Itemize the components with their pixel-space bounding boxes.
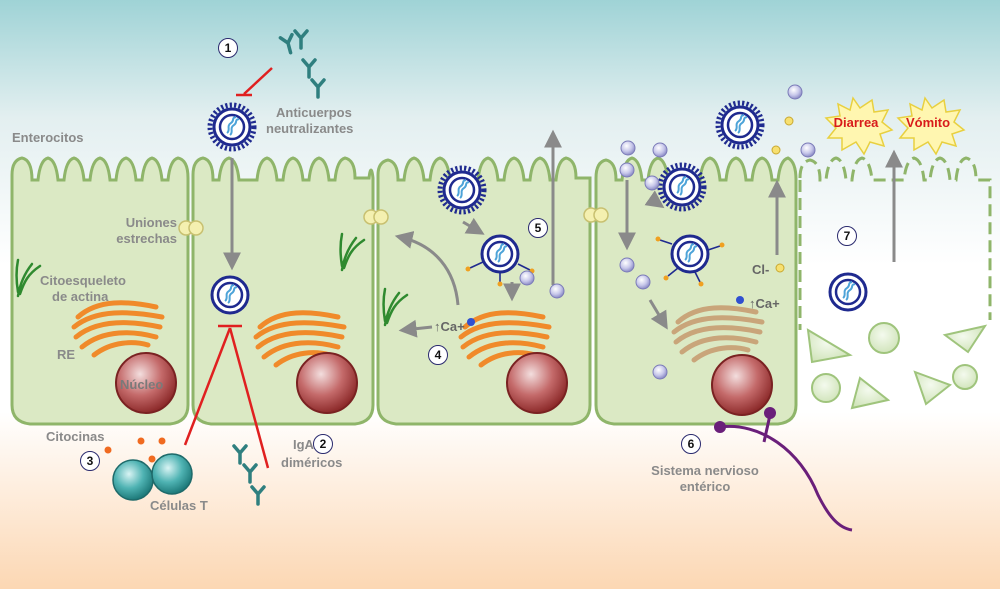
tight-junctions-label-2: estrechas (116, 231, 177, 246)
er-label: RE (57, 347, 76, 362)
enterocytes-label: Enterocitos (12, 130, 84, 145)
cytokine-dots (104, 437, 166, 463)
nuclei (115, 352, 773, 416)
tight-junctions (178, 207, 609, 236)
calcium-label-1: ↑Ca+ (434, 319, 465, 334)
nsp4-tips (465, 236, 725, 287)
step-2-badge: 2 (313, 434, 333, 454)
diarrhea-label: Diarrea (834, 115, 880, 130)
cytokines-label: Citocinas (46, 429, 105, 444)
chloride-label: Cl- (752, 262, 770, 277)
antibodies-label-1: Anticuerpos (276, 105, 352, 120)
ens-label-2: entérico (679, 479, 731, 494)
ens-label-1: Sistema nervioso (651, 463, 759, 478)
nsp4-strands (469, 239, 721, 283)
step-3-badge: 3 (80, 451, 100, 471)
nucleus-label: Núcleo (120, 377, 164, 392)
nerve-fiber-icon (719, 414, 853, 532)
step-5-badge: 5 (528, 218, 548, 238)
symptom-bursts: Diarrea Vómito (824, 96, 966, 156)
nerve-endings (714, 407, 776, 433)
diarrhea-burst (824, 96, 894, 156)
iga-label-2: diméricos (281, 455, 343, 470)
chloride-ions (771, 116, 794, 273)
antibodies-label-2: neutralizantes (266, 121, 354, 136)
cell-fragments (806, 322, 988, 410)
calcium-label-2: ↑Ca+ (749, 296, 780, 311)
tight-junctions-label-1: Uniones (125, 215, 177, 230)
t-cell-icon (112, 453, 193, 501)
viral-particles (519, 84, 816, 380)
inhibition-lines (183, 67, 273, 469)
iga-label-1: IgA (293, 437, 314, 452)
vomit-label: Vómito (906, 115, 950, 130)
arrows (223, 129, 903, 338)
vomit-burst (896, 96, 966, 156)
calcium-ions (467, 296, 744, 326)
actin-label-2: de actina (52, 289, 109, 304)
step-7-badge: 7 (837, 226, 857, 246)
t-cells-label: Células T (150, 498, 208, 513)
actin-label-1: Citoesqueleto (40, 273, 126, 288)
step-6-badge: 6 (681, 434, 701, 454)
step-4-badge: 4 (428, 345, 448, 365)
damaged-enterocyte (798, 156, 992, 330)
step-1-badge: 1 (218, 38, 238, 58)
